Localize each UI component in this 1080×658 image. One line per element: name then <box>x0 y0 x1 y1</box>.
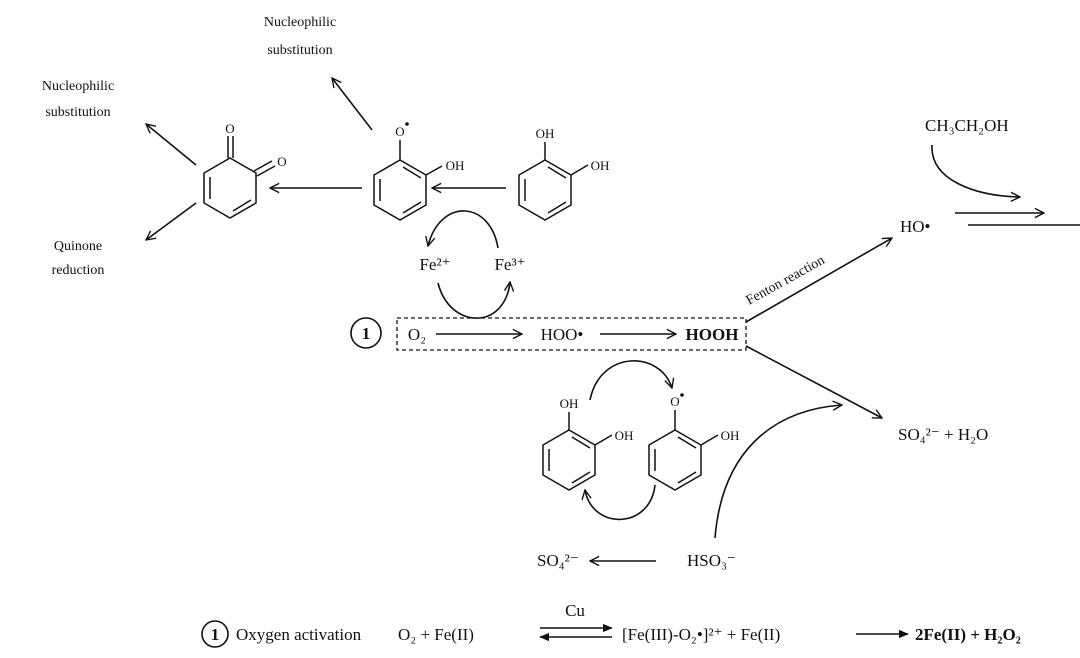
semiquinone-radical-bottom: O OH <box>648 393 740 491</box>
quinone-oxygen-2: O <box>277 154 286 169</box>
equation-catalyst: Cu <box>565 601 585 620</box>
o2-label: O₂ <box>408 325 426 344</box>
ethanol-label: CH₃CH₂OH <box>925 116 1009 135</box>
arrow-fenton <box>745 238 892 323</box>
arrow-hooh-to-sulfate <box>745 345 882 418</box>
fe3-label: Fe³⁺ <box>494 255 525 274</box>
o-benzoquinone-molecule: O O <box>203 121 287 219</box>
arrow-to-nucleophilic-left <box>146 124 197 166</box>
hoo-radical-label: HOO• <box>541 325 584 344</box>
bisulfite-label: HSO₃⁻ <box>687 551 736 570</box>
fenton-reaction-label: Fenton reaction <box>744 253 828 309</box>
catechol-molecule-top: OH OH <box>518 126 610 221</box>
quinone-reduction-line2: reduction <box>52 263 105 278</box>
radical-dot <box>405 122 409 126</box>
hydroxyl-radical-label: HO• <box>900 217 931 236</box>
semiquinone-oh: OH <box>446 158 465 173</box>
equation-number-circle <box>201 620 229 648</box>
arrow-bisulfite-to-sulfate-water <box>714 405 842 539</box>
sulfate-label: SO₄²⁻ <box>537 551 579 570</box>
arrow-to-nucleophilic-top <box>332 78 373 131</box>
arrow-ethanol-reaction <box>931 144 1020 197</box>
arrow-catechol-to-semiquinone-bottom <box>589 360 672 401</box>
step-number-circle <box>350 317 382 349</box>
catechol-molecule-bottom: OH OH <box>542 396 634 491</box>
equation-products: 2Fe(II) + H₂O₂ <box>915 625 1021 644</box>
arrow-semiquinone-to-catechol-bottom <box>585 484 656 521</box>
sulfate-water-label: SO₄²⁻ + H₂O <box>898 425 988 444</box>
catechol-oh-1: OH <box>536 126 555 141</box>
equation-number: 1 <box>211 625 220 644</box>
radical-dot-bottom <box>680 393 684 397</box>
fe2-label: Fe²⁺ <box>419 255 450 274</box>
nucleophilic-substitution-top-line2: substitution <box>267 43 332 58</box>
arrow-fe2-to-fe3 <box>437 282 510 319</box>
nucleophilic-substitution-left-line1: Nucleophilic <box>42 79 114 94</box>
semiquinone-bottom-oh: OH <box>721 428 740 443</box>
catechol-bottom-oh-1: OH <box>560 396 579 411</box>
nucleophilic-substitution-top-line1: Nucleophilic <box>264 15 336 30</box>
quinone-reduction-line1: Quinone <box>54 239 102 254</box>
quinone-oxygen-1: O <box>225 121 234 136</box>
step-number: 1 <box>362 324 371 343</box>
equation-intermediate: [Fe(III)-O₂•]²⁺ + Fe(II) <box>622 625 780 644</box>
catechol-bottom-oh-2: OH <box>615 428 634 443</box>
equation-reactants: O₂ + Fe(II) <box>398 625 474 644</box>
arrow-fe3-to-fe2 <box>428 210 499 249</box>
catechol-oh-2: OH <box>591 158 610 173</box>
semiquinone-bottom-oxygen: O <box>670 394 679 409</box>
semiquinone-oxygen-radical: O <box>395 124 404 139</box>
semiquinone-radical-molecule: O OH <box>373 122 465 221</box>
oxygen-chain-dashed-box <box>396 317 747 351</box>
arrow-to-quinone-reduction <box>146 202 197 240</box>
nucleophilic-substitution-left-line2: substitution <box>45 105 110 120</box>
hooh-label: HOOH <box>686 325 739 344</box>
equation-name: Oxygen activation <box>236 625 362 644</box>
